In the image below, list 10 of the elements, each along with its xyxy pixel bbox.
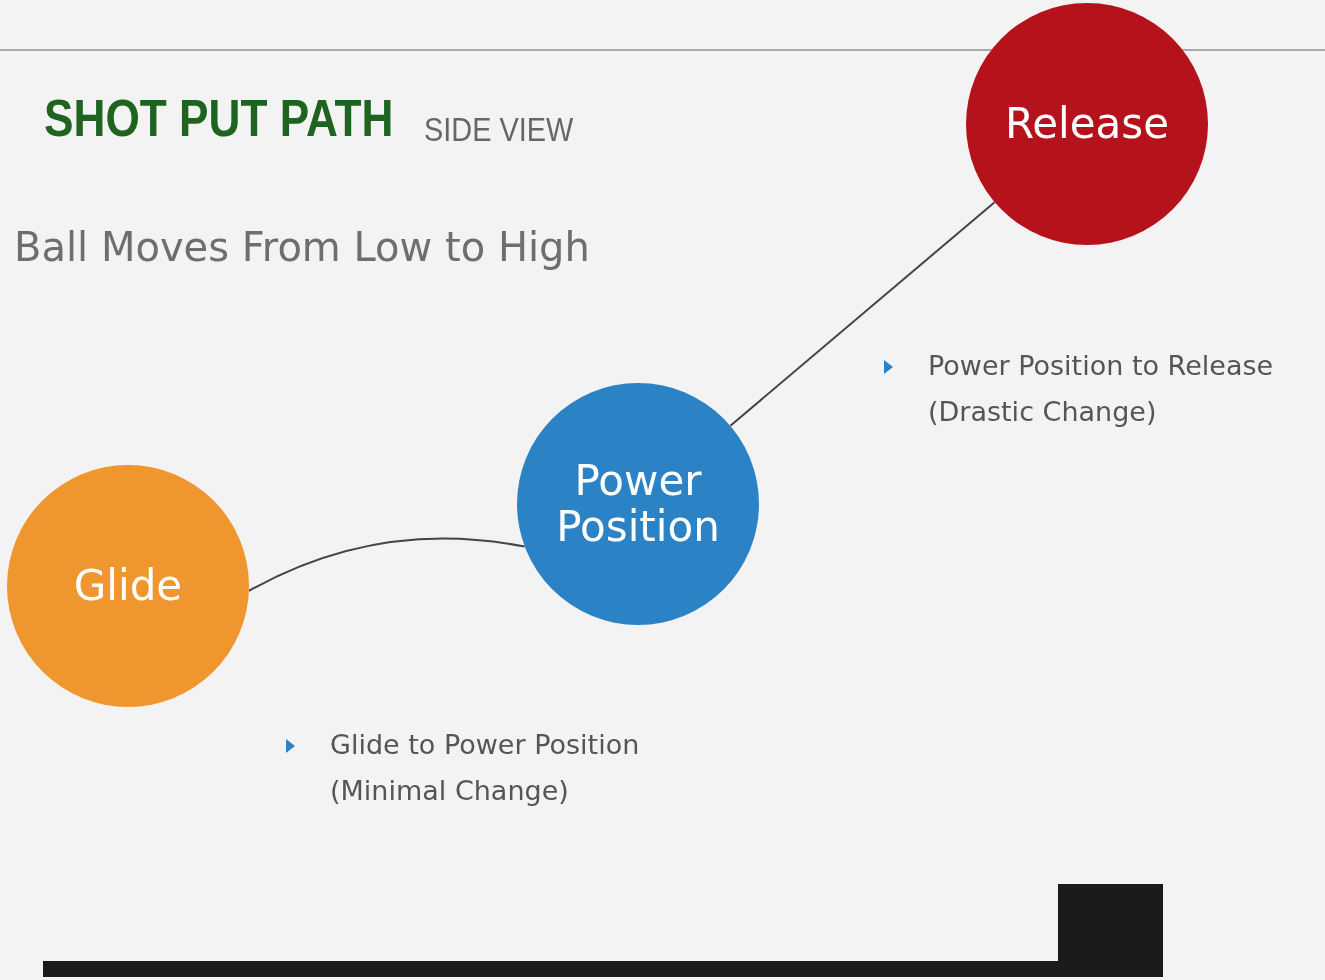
connector-line (729, 201, 996, 427)
subtitle: SIDE VIEW (424, 110, 574, 149)
title: SHOT PUT PATH (44, 88, 394, 148)
connector-line (247, 537, 526, 592)
stage-label: Power Position (555, 457, 721, 551)
stage-label: Release (1003, 100, 1171, 148)
note-text: Power Position to Release (Drastic Change) (928, 349, 1275, 429)
stage-label: Glide (72, 562, 184, 610)
heading-text: Ball Moves From Low to High (14, 224, 590, 270)
note-text: Glide to Power Position (Minimal Change) (330, 728, 641, 808)
